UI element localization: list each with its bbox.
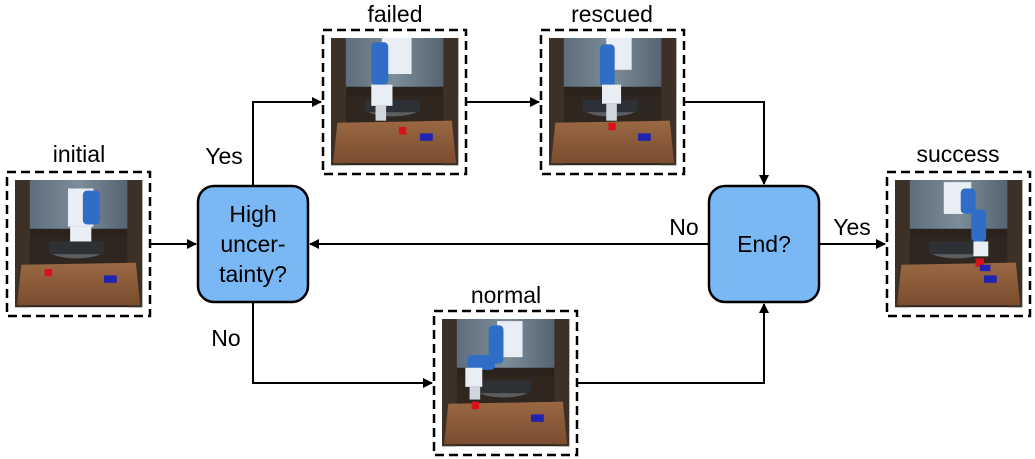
- failed-robot-image: [331, 38, 459, 166]
- decision-uncertainty-line2: uncer-: [220, 231, 285, 257]
- decision-end: End?: [707, 184, 821, 304]
- decision-end-label: End?: [737, 231, 791, 257]
- edge-label-end-yes: Yes: [833, 214, 871, 240]
- decision-uncertainty-line3: tainty?: [219, 261, 287, 287]
- success-robot-image: [895, 180, 1023, 308]
- stage-failed-label: failed: [368, 1, 423, 27]
- arrow-no-to-normal: [252, 302, 433, 388]
- stage-failed: failed: [321, 1, 468, 176]
- edge-label-end-no: No: [669, 214, 698, 240]
- arrow-normal-to-end: [577, 303, 769, 384]
- stage-initial-label: initial: [53, 141, 105, 167]
- arrow-yes-to-failed: [252, 97, 322, 186]
- stage-success-label: success: [916, 141, 999, 167]
- decision-uncertainty: High uncer- tainty?: [196, 184, 310, 304]
- stage-normal-label: normal: [471, 282, 541, 308]
- arrow-rescued-to-end: [684, 101, 769, 185]
- normal-robot-image: [442, 319, 570, 447]
- stage-success: success: [885, 141, 1032, 318]
- stage-rescued-label: rescued: [571, 1, 653, 27]
- stage-normal: normal: [432, 282, 579, 457]
- stage-rescued: rescued: [539, 1, 686, 176]
- rescued-robot-image: [549, 38, 677, 166]
- edge-label-uncertainty-no: No: [211, 325, 240, 351]
- edge-label-uncertainty-yes: Yes: [205, 143, 243, 169]
- initial-robot-image: [15, 180, 143, 308]
- connectors: [150, 97, 886, 388]
- stage-initial: initial: [5, 141, 152, 318]
- decision-uncertainty-line1: High: [229, 201, 276, 227]
